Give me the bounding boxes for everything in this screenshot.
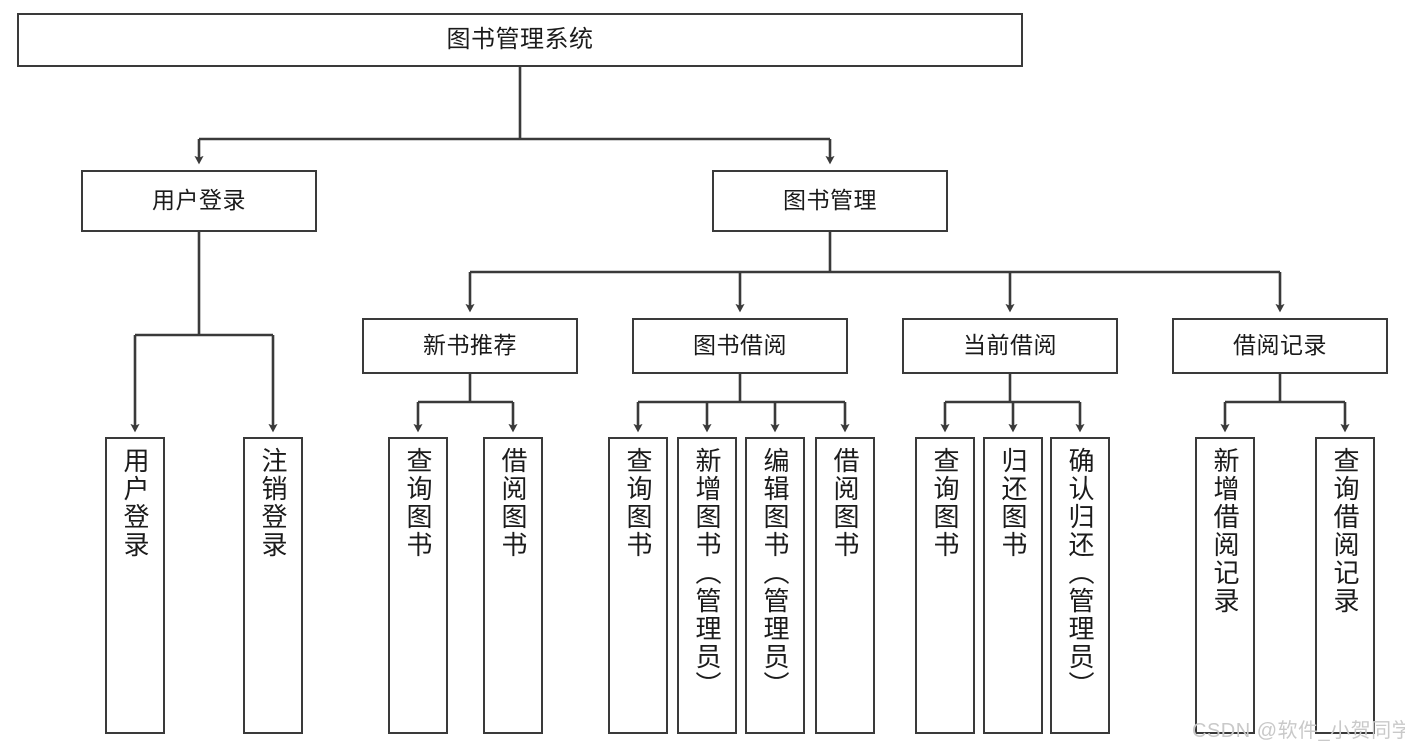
leaf-borrow-record-query-record[interactable]: 查询借阅记录 — [1315, 437, 1375, 734]
leaf-book-borrow-edit-book-admin[interactable]: 编辑图书（管理员） — [745, 437, 805, 734]
node-label: 查询图书 — [930, 447, 960, 559]
node-borrow-record[interactable]: 借阅记录 — [1172, 318, 1388, 374]
node-book-management[interactable]: 图书管理 — [712, 170, 948, 232]
node-label: 用户登录 — [152, 187, 246, 214]
leaf-borrow-record-add-record[interactable]: 新增借阅记录 — [1195, 437, 1255, 734]
leaf-book-borrow-add-book-admin[interactable]: 新增图书（管理员） — [677, 437, 737, 734]
node-label: 借阅记录 — [1233, 332, 1327, 359]
node-label: 查询借阅记录 — [1330, 447, 1360, 615]
leaf-new-book-query-book[interactable]: 查询图书 — [388, 437, 448, 734]
node-label: 借阅图书 — [498, 447, 528, 559]
node-label: 当前借阅 — [963, 332, 1057, 359]
leaf-current-borrow-confirm-return-admin[interactable]: 确认归还（管理员） — [1050, 437, 1110, 734]
node-label: 用户登录 — [120, 447, 150, 559]
node-root-book-management-system[interactable]: 图书管理系统 — [17, 13, 1023, 67]
node-book-borrow[interactable]: 图书借阅 — [632, 318, 848, 374]
leaf-user-login-login[interactable]: 用户登录 — [105, 437, 165, 734]
node-label: 新增图书（管理员） — [692, 447, 722, 699]
node-label: 编辑图书（管理员） — [760, 447, 790, 699]
node-label: 查询图书 — [623, 447, 653, 559]
node-label: 新书推荐 — [423, 332, 517, 359]
node-label: 图书借阅 — [693, 332, 787, 359]
node-label: 注销登录 — [258, 447, 288, 559]
csdn-watermark: CSDN @软件_小贺同学 — [1192, 720, 1405, 742]
node-label: 查询图书 — [403, 447, 433, 559]
node-label: 图书管理 — [783, 187, 877, 214]
node-label: 图书管理系统 — [446, 25, 594, 53]
leaf-book-borrow-query-book[interactable]: 查询图书 — [608, 437, 668, 734]
leaf-current-borrow-query-book[interactable]: 查询图书 — [915, 437, 975, 734]
node-user-login[interactable]: 用户登录 — [81, 170, 317, 232]
node-label: 借阅图书 — [830, 447, 860, 559]
node-current-borrow[interactable]: 当前借阅 — [902, 318, 1118, 374]
node-new-book-recommend[interactable]: 新书推荐 — [362, 318, 578, 374]
leaf-current-borrow-return-book[interactable]: 归还图书 — [983, 437, 1043, 734]
node-label: 确认归还（管理员） — [1065, 447, 1095, 699]
leaf-user-login-logout[interactable]: 注销登录 — [243, 437, 303, 734]
leaf-book-borrow-borrow-book[interactable]: 借阅图书 — [815, 437, 875, 734]
node-label: 新增借阅记录 — [1210, 447, 1240, 615]
leaf-new-book-borrow-book[interactable]: 借阅图书 — [483, 437, 543, 734]
node-label: 归还图书 — [998, 447, 1028, 559]
